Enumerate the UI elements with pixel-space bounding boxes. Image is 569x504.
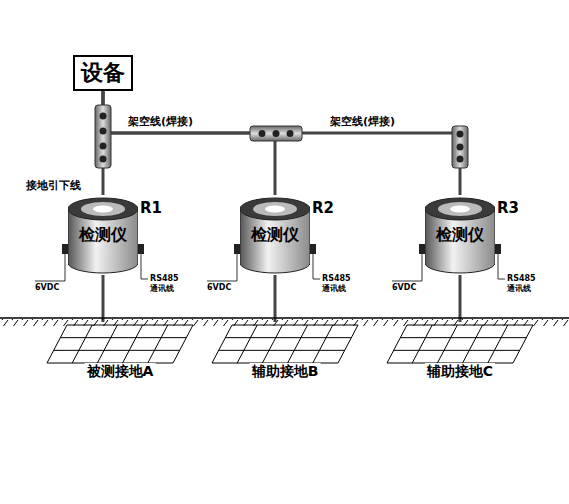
grid-label: 辅助接地C — [425, 363, 495, 381]
ground-wire — [103, 91, 275, 195]
equipment-box: 设备 — [73, 55, 133, 91]
ground-wire — [103, 91, 460, 195]
node-label: 检测仪 — [240, 225, 310, 246]
ground-grid: 辅助接地C — [385, 322, 535, 384]
callout-number: R1 — [140, 199, 162, 217]
ground-wire — [274, 275, 277, 322]
ground-line — [0, 317, 569, 319]
callout-number: R2 — [312, 199, 334, 217]
tester-cylinder: R3检测仪 — [425, 195, 495, 275]
tester-cylinder: R1检测仪 — [68, 195, 138, 275]
signal-label: RS485 通讯线 — [322, 274, 358, 294]
grid-shape — [385, 322, 535, 366]
signal-label: RS485 通讯线 — [150, 274, 186, 294]
signal-label: RS485 通讯线 — [507, 274, 543, 294]
grid-label: 被测接地A — [85, 363, 156, 381]
ground-grid: 被测接地A — [45, 322, 195, 384]
ground-wire — [459, 275, 462, 322]
tester-cylinder: R2检测仪 — [240, 195, 310, 275]
ground-grid: 辅助接地B — [210, 322, 360, 384]
node-label: 检测仪 — [68, 225, 138, 246]
grid-shape — [45, 322, 195, 366]
overhead-wire-label: 架空线(焊接) — [330, 114, 395, 129]
signal-label: 6VDC — [35, 283, 59, 293]
grid-shape — [210, 322, 360, 366]
callout-number: R3 — [497, 199, 519, 217]
grid-label: 辅助接地B — [250, 363, 321, 381]
overhead-wire-label: 架空线(焊接) — [128, 114, 193, 129]
signal-label: 6VDC — [207, 283, 231, 293]
signal-label: 6VDC — [392, 283, 416, 293]
down-lead-label: 接地引下线 — [26, 178, 81, 193]
node-label: 检测仪 — [425, 225, 495, 246]
junction-block — [452, 126, 468, 168]
junction-block — [250, 126, 302, 141]
box-label: 设备 — [81, 59, 125, 87]
junction-block — [95, 105, 111, 168]
ground-wire — [102, 275, 105, 322]
